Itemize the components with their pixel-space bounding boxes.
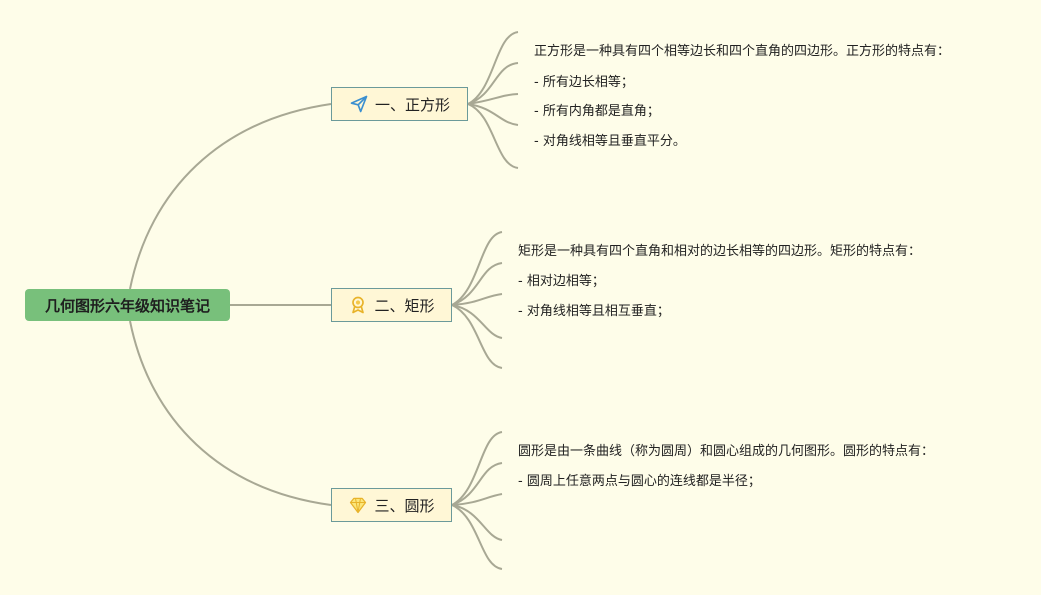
- connector-branch-2-leaf-2: [451, 262, 503, 306]
- connector-branch-2-leaf-3: [451, 293, 503, 306]
- connector-branch-2-leaf-1: [451, 231, 503, 306]
- branch-topic-circle[interactable]: 三、圆形: [331, 488, 452, 522]
- leaf-note[interactable]: 正方形是一种具有四个相等边长和四个直角的四边形。正方形的特点有：: [534, 44, 951, 59]
- connector-branch-1-leaf-5: [467, 103, 519, 169]
- connector-branch-3-leaf-4: [451, 504, 503, 541]
- connector-branch-1-leaf-3: [467, 93, 519, 105]
- leaf-note[interactable]: - 对角线相等且垂直平分。: [534, 134, 686, 149]
- leaf-note[interactable]: 圆形是由一条曲线（称为圆周）和圆心组成的几何图形。圆形的特点有：: [518, 444, 935, 459]
- branch-topic-label: 三、圆形: [374, 496, 435, 515]
- connector-branch-1-leaf-1: [467, 31, 519, 105]
- award-medal-icon: [348, 295, 368, 315]
- leaf-note[interactable]: 矩形是一种具有四个直角和相对的边长相等的四边形。矩形的特点有：: [518, 244, 922, 259]
- paper-plane-icon: [349, 94, 369, 114]
- leaf-note[interactable]: - 所有边长相等；: [534, 75, 634, 90]
- connector-branch-3-leaf-5: [451, 504, 503, 570]
- leaf-note[interactable]: - 对角线相等且相互垂直；: [518, 304, 670, 319]
- connector-branch-2-leaf-5: [451, 304, 503, 369]
- connector-branch-2-leaf-4: [451, 304, 503, 339]
- diamond-icon: [348, 495, 368, 515]
- branch-topic-rectangle[interactable]: 二、矩形: [331, 288, 452, 322]
- root-topic-label: 几何图形六年级知识笔记: [44, 296, 210, 315]
- connector-branch-1-leaf-4: [467, 103, 519, 126]
- branch-topic-square[interactable]: 一、正方形: [331, 87, 468, 121]
- leaf-note[interactable]: - 相对边相等；: [518, 274, 605, 289]
- connector-branch-3-leaf-2: [451, 462, 503, 506]
- connector-branch-3-leaf-3: [451, 493, 503, 506]
- leaf-note[interactable]: - 所有内角都是直角；: [534, 104, 660, 119]
- branch-topic-label: 二、矩形: [374, 296, 435, 315]
- connector-branch-1-leaf-2: [467, 62, 519, 105]
- leaf-note[interactable]: - 圆周上任意两点与圆心的连线都是半径；: [518, 474, 761, 489]
- connector-root-branch-1: [129, 103, 332, 290]
- connector-branch-3-leaf-1: [451, 431, 503, 506]
- root-topic[interactable]: 几何图形六年级知识笔记: [25, 289, 230, 321]
- connector-root-branch-3: [129, 320, 332, 506]
- branch-topic-label: 一、正方形: [374, 95, 450, 114]
